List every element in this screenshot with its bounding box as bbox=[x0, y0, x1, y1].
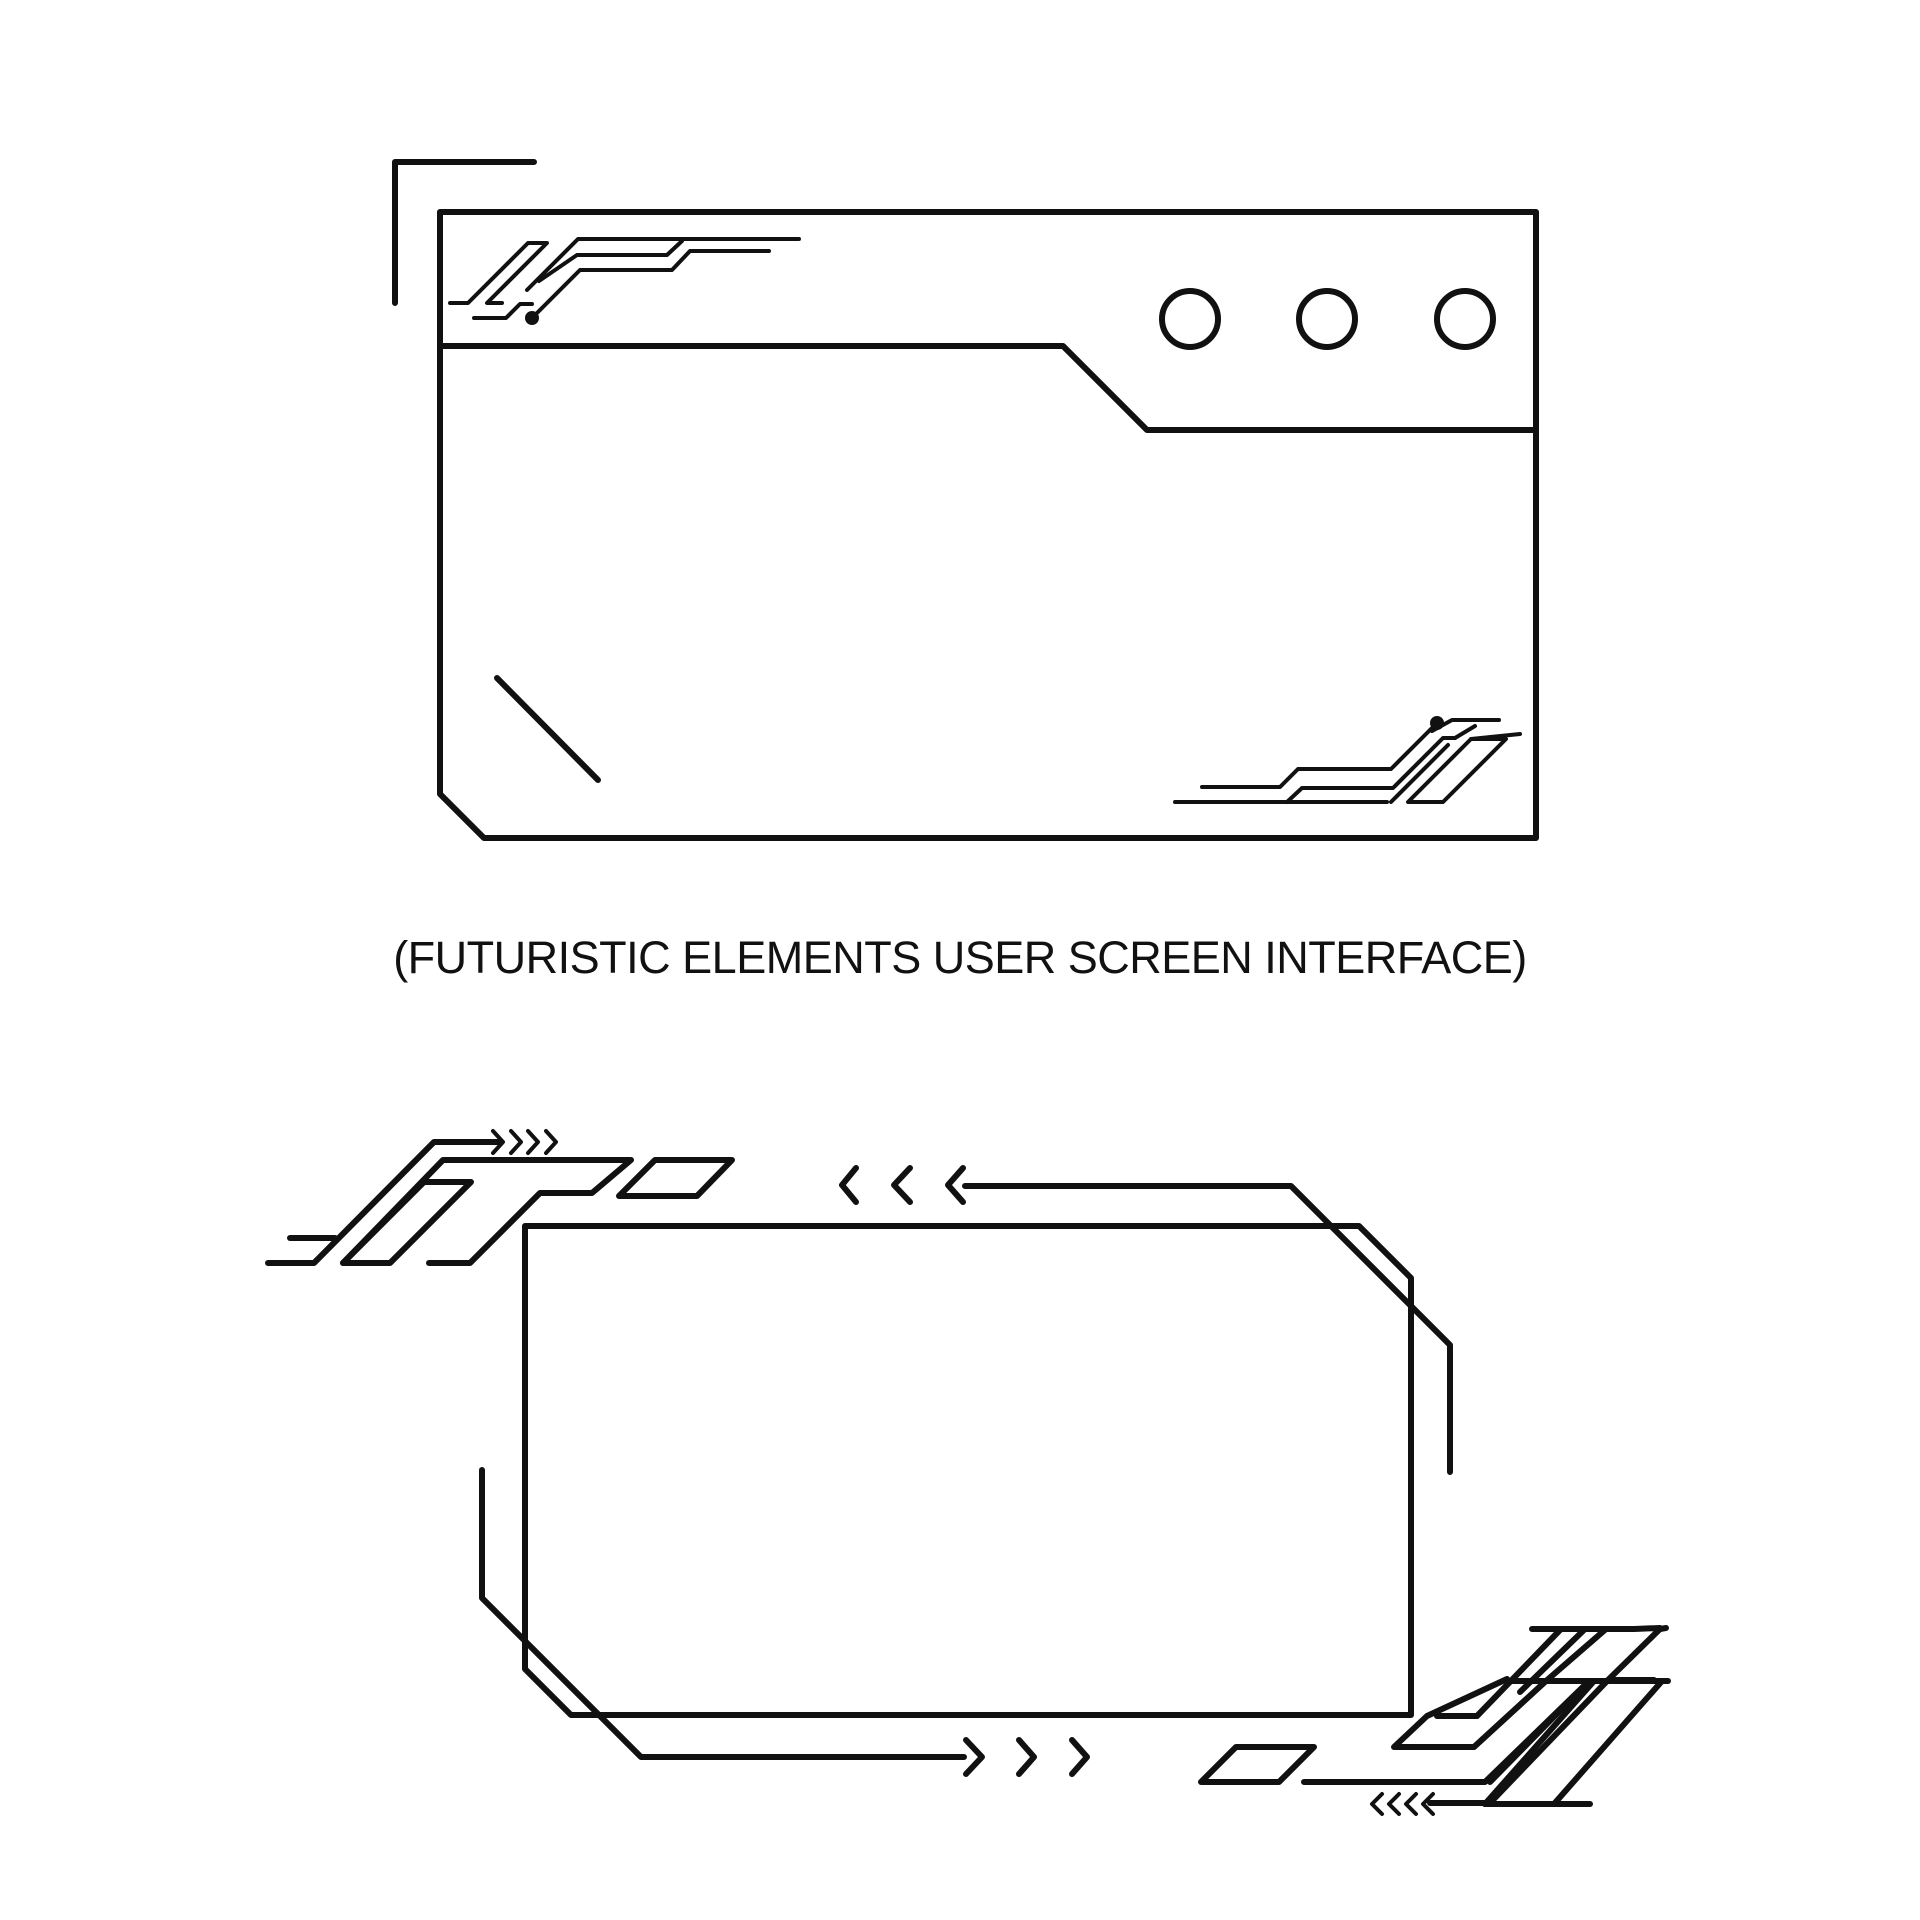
chevron-left-icons-top bbox=[839, 1165, 966, 1205]
hud-circuit-top-left bbox=[265, 1139, 735, 1266]
chevron-right-icons-bottom bbox=[963, 1737, 1090, 1777]
circuit-decoration-top-left bbox=[448, 237, 801, 325]
chevron-right-icons-top bbox=[491, 1129, 558, 1155]
circuit-decoration-bottom-right bbox=[1173, 716, 1522, 804]
window-control-circle-2 bbox=[1296, 288, 1358, 350]
glass-glare-line bbox=[494, 675, 601, 783]
top-window-frame bbox=[392, 159, 1539, 841]
window-header-divider bbox=[437, 343, 1537, 433]
top-corner-bracket bbox=[392, 159, 537, 306]
window-control-circle-3 bbox=[1434, 288, 1496, 350]
window-outline bbox=[437, 209, 1539, 841]
window-control-circle-1 bbox=[1159, 288, 1221, 350]
chevron-left-icons-bottom bbox=[1370, 1792, 1435, 1816]
bottom-hud-frame bbox=[265, 1129, 1671, 1816]
caption: (FUTURISTIC ELEMENTS USER SCREEN INTERFA… bbox=[393, 932, 1527, 983]
hud-inner-panel bbox=[522, 1223, 1414, 1718]
hud-bottom-left-connector bbox=[479, 1467, 967, 1760]
hud-circuit-bottom-right bbox=[1198, 1625, 1671, 1807]
hud-top-right-connector bbox=[962, 1183, 1453, 1475]
